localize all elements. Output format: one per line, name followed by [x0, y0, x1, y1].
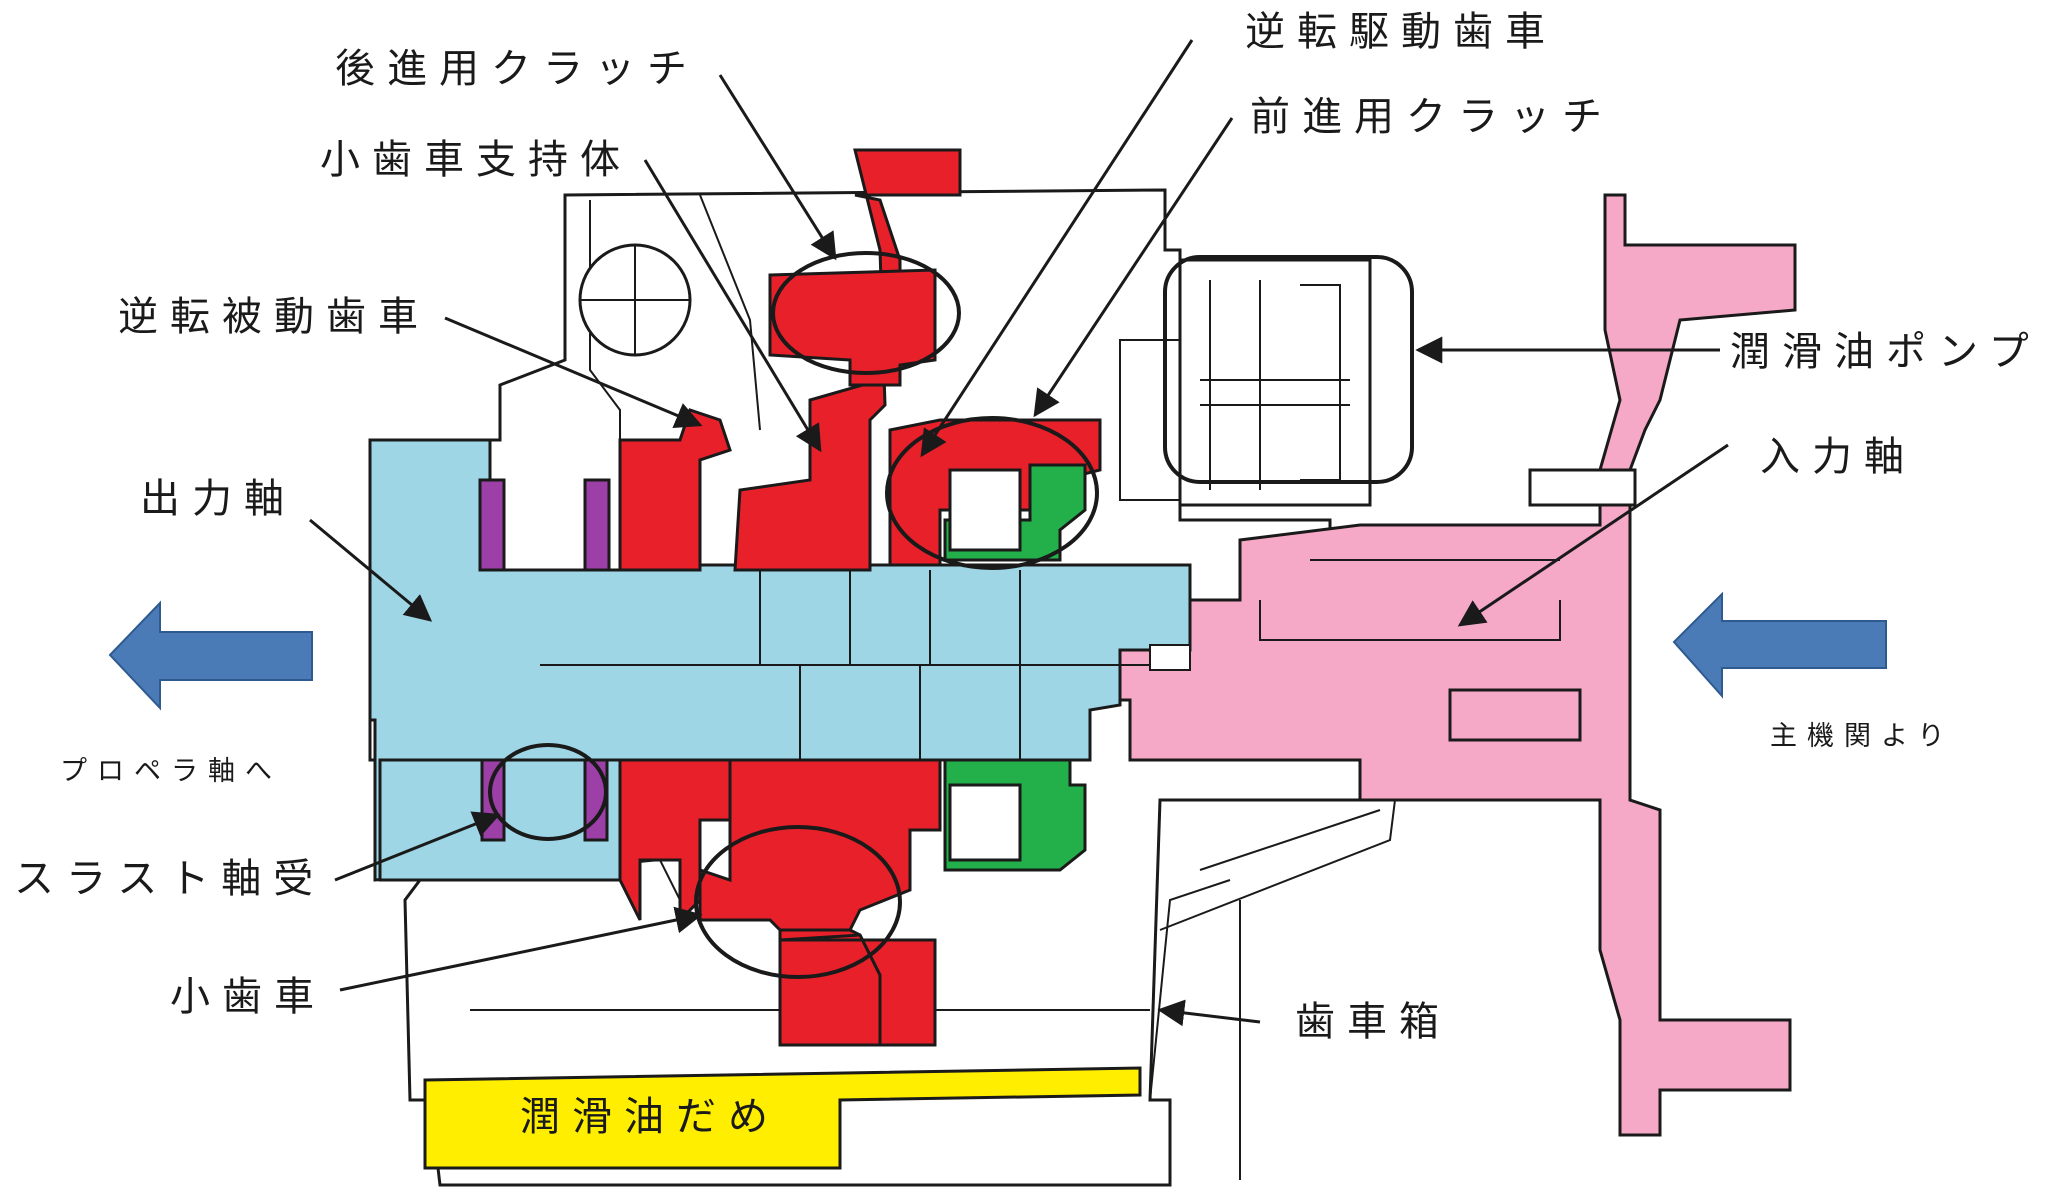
label-forward-clutch: 前進用クラッチ — [1250, 94, 1614, 140]
thrust-bearing-highlight — [488, 743, 608, 841]
label-pinion-carrier: 小歯車支持体 — [320, 137, 632, 183]
labels: 後進用クラッチ 小歯車支持体 逆転被動歯車 出力軸 プロペラ軸へ スラスト軸受 … — [14, 9, 2041, 1140]
label-output-shaft: 出力軸 — [140, 476, 296, 522]
forward-clutch-disk-pack-lower — [948, 783, 1022, 862]
label-input-shaft: 入力軸 — [1760, 434, 1916, 480]
input-shaft-bolt — [1528, 468, 1637, 507]
output-arrow-icon — [108, 600, 313, 711]
output-shaft-bore — [1149, 644, 1191, 671]
forward-clutch-components — [943, 463, 1087, 872]
reverse-clutch-highlight — [771, 251, 961, 375]
input-shaft-nut — [1448, 688, 1582, 742]
label-lube-oil-pump: 潤滑油ポンプ — [1730, 329, 2041, 375]
label-reverse-drive-gear: 逆転駆動歯車 — [1245, 9, 1557, 55]
label-from-main-engine: 主機関より — [1770, 721, 1954, 752]
oil-sump — [423, 1066, 1142, 1170]
label-reverse-clutch: 後進用クラッチ — [335, 46, 699, 92]
label-gear-case: 歯車箱 — [1295, 999, 1451, 1045]
forward-clutch-disk-pack-upper — [948, 468, 1022, 552]
leader-lines — [309, 39, 1729, 1027]
lube-oil-pump-highlight — [1163, 255, 1414, 484]
label-pinion: 小歯車 — [170, 974, 326, 1020]
pinion-gear-lower — [779, 933, 937, 1047]
output-shaft — [368, 438, 1192, 882]
forward-clutch-highlight — [885, 416, 1099, 570]
input-shaft-assembly — [1078, 193, 1797, 1137]
input-direction-arrow — [1672, 591, 1887, 699]
pinion-carrier-upper — [733, 148, 962, 572]
callout-highlights — [488, 251, 1414, 979]
input-coupling-flange — [1078, 193, 1797, 1137]
label-thrust-bearing: スラスト軸受 — [14, 856, 325, 902]
label-oil-sump: 潤滑油だめ — [520, 1094, 780, 1140]
lube-oil-pump-body — [1178, 258, 1372, 507]
label-to-propeller-shaft: プロペラ軸へ — [60, 756, 282, 787]
label-reverse-driven-gear: 逆転被動歯車 — [118, 294, 430, 340]
reverse-driven-gear-upper — [618, 408, 732, 572]
oil-sump-fill — [423, 1066, 1142, 1170]
output-direction-arrow — [108, 600, 313, 711]
input-arrow-icon — [1672, 591, 1887, 699]
pinion-highlight — [694, 825, 902, 979]
reverse-clutch-housing — [768, 268, 937, 387]
